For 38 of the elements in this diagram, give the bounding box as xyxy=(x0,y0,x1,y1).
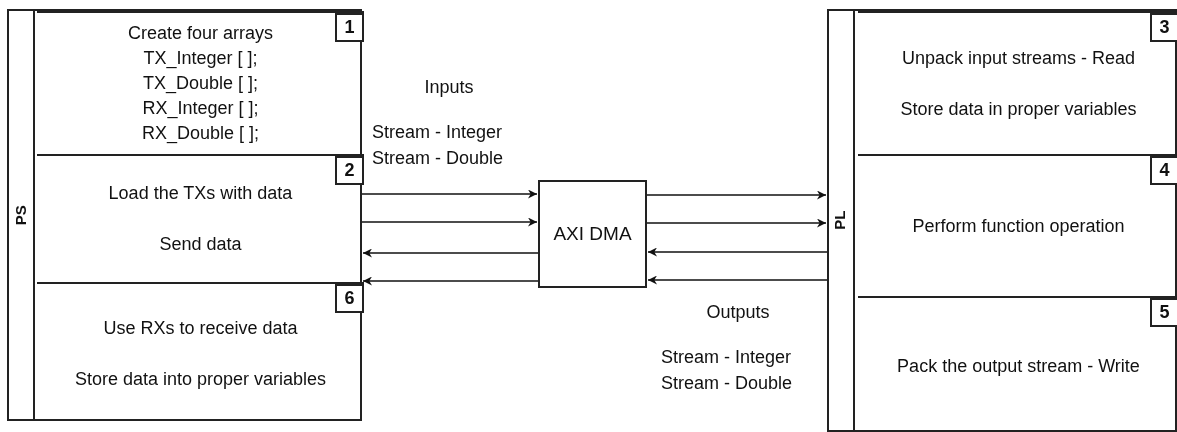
step-text: Use RXs to receive data xyxy=(103,317,298,339)
step-text: Unpack input streams - Read xyxy=(901,47,1136,69)
arrow xyxy=(646,190,827,200)
arrow xyxy=(647,247,828,257)
step-text: Create four arrays xyxy=(127,23,274,44)
step-text: Load the TXs with data xyxy=(108,183,293,204)
step-text: Store data in proper variables xyxy=(900,98,1137,120)
step-text: Pack the output stream - Write xyxy=(897,355,1140,377)
step-number: 4 xyxy=(1150,156,1177,185)
swimlane-pool xyxy=(7,9,362,421)
arrow xyxy=(647,275,828,285)
stream-label: Stream - Double xyxy=(661,372,794,394)
process-box: AXI DMA xyxy=(538,180,647,288)
step-number: 6 xyxy=(335,284,364,313)
arrow xyxy=(361,217,538,227)
pool-title: PL xyxy=(830,210,850,231)
step-text: Perform function operation xyxy=(912,215,1125,237)
swimlane-pool xyxy=(827,9,1177,432)
step-text: RX_Double [ ]; xyxy=(141,123,260,144)
step-text: Send data xyxy=(159,234,242,255)
stream-label: Outputs xyxy=(705,301,771,323)
pool-title: PS xyxy=(10,205,30,225)
step-number: 3 xyxy=(1150,13,1177,42)
stream-label: Stream - Integer xyxy=(661,346,793,368)
stream-label: Stream - Integer xyxy=(372,121,504,143)
arrow xyxy=(362,276,539,286)
arrow xyxy=(646,218,827,228)
stream-label: Stream - Double xyxy=(372,147,505,169)
arrow xyxy=(361,189,538,199)
step-number: 2 xyxy=(335,156,364,185)
stream-label: Inputs xyxy=(423,76,475,98)
step-text: RX_Integer [ ]; xyxy=(142,98,259,119)
step-text: TX_Double [ ]; xyxy=(142,73,259,94)
step-text: TX_Integer [ ]; xyxy=(143,48,258,69)
arrow xyxy=(362,248,539,258)
step-text: Store data into proper variables xyxy=(74,368,327,390)
step-number: 5 xyxy=(1150,298,1177,327)
step-number: 1 xyxy=(335,13,364,42)
